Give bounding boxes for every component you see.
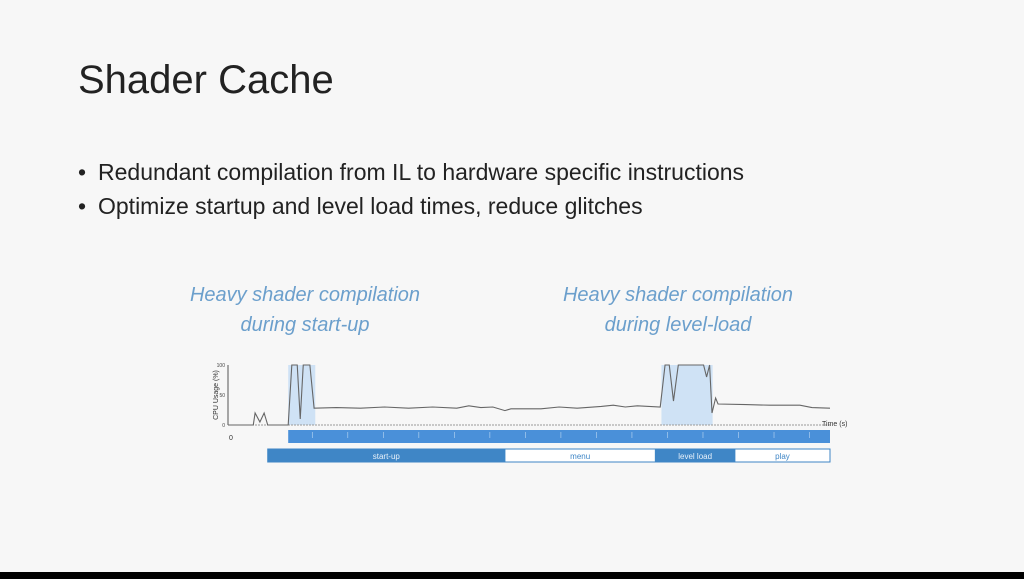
- cpu-usage-line: [228, 364, 831, 426]
- phase-bar: [734, 448, 831, 463]
- annotation-line: during level-load: [604, 314, 752, 336]
- bullet-list: Redundant compilation from IL to hardwar…: [78, 155, 744, 223]
- slide-title: Shader Cache: [78, 58, 334, 102]
- phase-label: level load: [678, 452, 712, 461]
- bullet-item: Optimize startup and level load times, r…: [78, 189, 744, 223]
- annotation-line: during start-up: [240, 314, 370, 336]
- highlight-band: [661, 365, 713, 425]
- y-tick-label: 0: [222, 423, 225, 429]
- phase-label: menu: [570, 452, 590, 461]
- timeline-band: [288, 430, 830, 443]
- annotation-line: Heavy shader compilation: [189, 284, 421, 306]
- origin-label: 0: [229, 435, 233, 442]
- annotation-level-load: Heavy shader compilation during level-lo…: [533, 280, 823, 340]
- annotation-startup: Heavy shader compilation during start-up: [160, 280, 450, 340]
- annotation-line: Heavy shader compilation: [562, 284, 794, 306]
- phase-label: play: [775, 452, 790, 461]
- x-axis-label: Time (s): [822, 421, 847, 428]
- phase-label: start-up: [373, 452, 401, 461]
- y-tick-label: 50: [219, 393, 225, 399]
- y-tick-label: 100: [217, 363, 226, 369]
- y-axis-label: CPU Usage (%): [213, 370, 220, 420]
- bullet-item: Redundant compilation from IL to hardwar…: [78, 155, 744, 189]
